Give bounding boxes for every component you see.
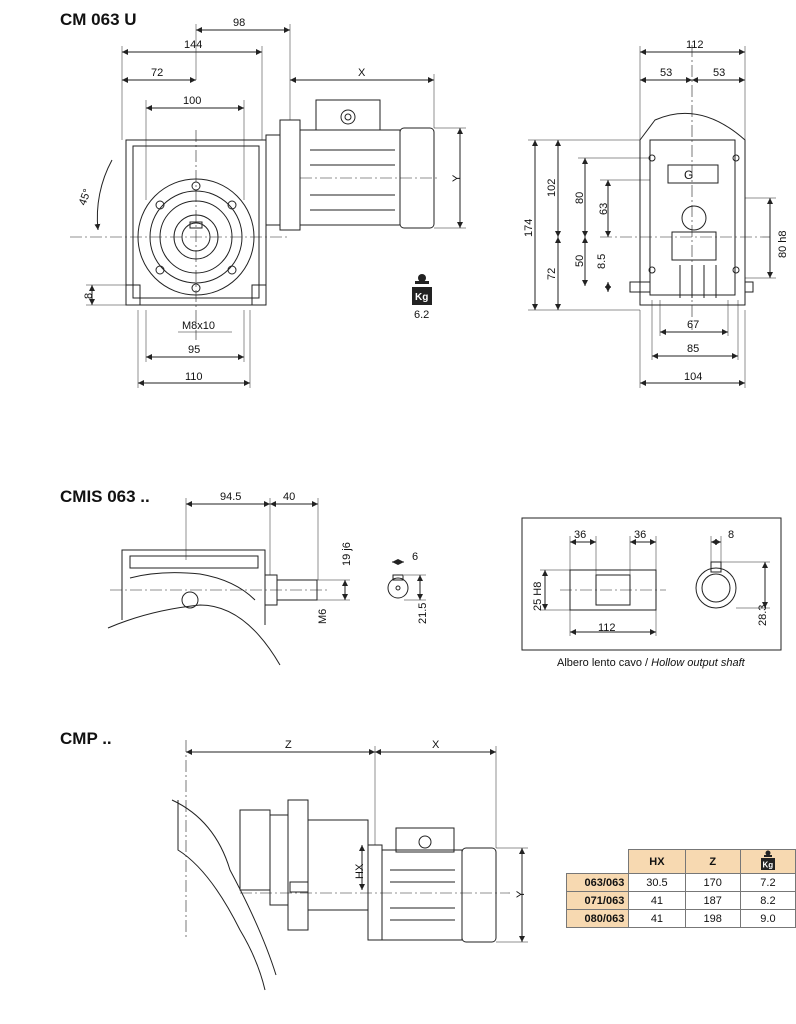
dim-angle: 45° <box>77 187 94 207</box>
dim-x: X <box>358 67 366 79</box>
row-model: 080/063 <box>565 909 630 928</box>
caption-english: Hollow output shaft <box>651 657 745 669</box>
dim-80h8: 80 h8 <box>777 230 789 258</box>
hollow-shaft-inset: 36 36 8 25 H8 112 28.3 <box>521 517 782 651</box>
inset-dim-112: 112 <box>598 622 616 634</box>
svg-text:Kg: Kg <box>762 861 773 870</box>
dim-72: 72 <box>151 67 163 79</box>
weight-value: 6.2 <box>414 309 429 321</box>
dim-112: 112 <box>686 39 704 51</box>
dim-y: Y <box>451 174 463 182</box>
row-model: 071/063 <box>565 891 630 910</box>
dim-50: 50 <box>574 255 586 267</box>
inset-dim-8: 8 <box>728 529 734 541</box>
svg-text:G: G <box>684 168 693 182</box>
dim-hx: HX <box>354 863 366 879</box>
dim-63: 63 <box>598 203 610 215</box>
dim-y-cmp: Y <box>515 890 527 898</box>
kg-weight-icon: Kg <box>759 850 777 870</box>
cm-front-view: 98 144 72 100 X Y 45° 8 M8x10 95 110 Kg … <box>70 17 466 388</box>
table-header-row: HX Z Kg <box>565 849 796 874</box>
inset-dim-25h8: 25 H8 <box>532 582 544 611</box>
row-hx: 30.5 <box>628 873 686 892</box>
dim-40: 40 <box>283 491 295 503</box>
table-row: 071/063 41 187 8.2 <box>565 891 796 910</box>
dim-104: 104 <box>684 371 702 383</box>
caption-italian: Albero lento cavo / <box>557 657 652 669</box>
header-kg: Kg <box>739 849 796 874</box>
kg-weight-icon: Kg <box>412 274 432 305</box>
dim-m8x10: M8x10 <box>182 320 215 332</box>
row-hx: 41 <box>628 891 686 910</box>
dim-53-left: 53 <box>660 67 672 79</box>
dim-67: 67 <box>687 319 699 331</box>
cmp-view: Z X HX Y <box>171 739 528 991</box>
dim-80: 80 <box>574 192 586 204</box>
dim-8: 8 <box>83 293 95 299</box>
table-corner <box>565 849 630 874</box>
dim-98: 98 <box>233 17 245 29</box>
dim-102: 102 <box>546 179 558 197</box>
dim-110: 110 <box>185 371 203 383</box>
dim-19j6: 19 j6 <box>341 542 353 566</box>
inset-dim-36-left: 36 <box>574 529 586 541</box>
row-model: 063/063 <box>565 873 630 892</box>
dim-85: 85 <box>687 343 699 355</box>
row-hx: 41 <box>628 909 686 928</box>
cm-side-view: G 1 <box>523 39 789 388</box>
row-kg: 9.0 <box>739 909 796 928</box>
section-title-cmis: CMIS 063 .. <box>60 487 150 506</box>
row-z: 198 <box>684 909 741 928</box>
header-hx: HX <box>628 849 686 874</box>
row-z: 170 <box>684 873 741 892</box>
dim-72-side: 72 <box>546 268 558 280</box>
inset-dim-28-3: 28.3 <box>757 605 769 626</box>
dim-z: Z <box>285 739 292 751</box>
cmis-view: 94.5 40 19 j6 M6 6 21.5 <box>107 491 429 666</box>
table-row: 080/063 41 198 9.0 <box>565 909 796 928</box>
table-row: 063/063 30.5 170 7.2 <box>565 873 796 892</box>
dim-95: 95 <box>188 344 200 356</box>
dim-174: 174 <box>523 219 535 237</box>
row-kg: 8.2 <box>739 891 796 910</box>
dim-x-cmp: X <box>432 739 440 751</box>
row-z: 187 <box>684 891 741 910</box>
section-title-cmp: CMP .. <box>60 729 112 748</box>
svg-text:Kg: Kg <box>415 292 428 303</box>
dim-6: 6 <box>412 551 418 563</box>
header-z: Z <box>684 849 741 874</box>
dim-21-5: 21.5 <box>417 603 429 624</box>
dim-144: 144 <box>184 39 202 51</box>
hollow-shaft-caption: Albero lento cavo / Hollow output shaft <box>557 657 745 669</box>
section-title-cm: CM 063 U <box>60 10 137 29</box>
dim-8-5: 8.5 <box>596 254 608 269</box>
dim-94-5: 94.5 <box>220 491 241 503</box>
dim-m6: M6 <box>317 609 329 624</box>
cmp-dimension-table: HX Z Kg 063/063 30.5 170 7.2 071/063 41 … <box>565 849 796 928</box>
dim-53-right: 53 <box>713 67 725 79</box>
row-kg: 7.2 <box>739 873 796 892</box>
dim-100: 100 <box>183 95 201 107</box>
inset-dim-36-right: 36 <box>634 529 646 541</box>
